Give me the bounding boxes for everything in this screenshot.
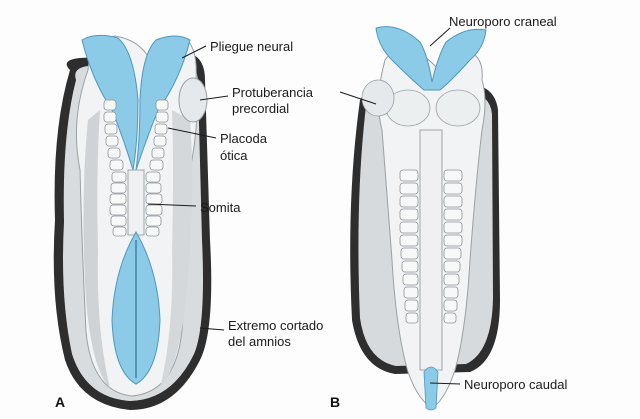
- label-placoda-line2: ótica: [220, 148, 248, 163]
- embryo-b-neural-tube: [419, 129, 443, 371]
- label-extremo-line2: del amnios: [228, 334, 291, 349]
- embryo-a-precordial-bulge: [178, 77, 208, 123]
- leader-lines: [147, 27, 461, 385]
- label-protuberancia-line2: precordial: [232, 101, 290, 116]
- embryo-a-closed-tube: [127, 169, 145, 236]
- embryo-b: [350, 26, 500, 411]
- label-neuroporo-craneal: Neuroporo craneal: [449, 14, 557, 29]
- panel-label-b: B: [330, 394, 341, 410]
- embryo-a-lateral-shade-right: [160, 110, 193, 388]
- embryo-b-somites: [399, 169, 463, 324]
- label-protuberancia-line1: Protuberancia: [232, 85, 313, 100]
- embryo-a: [53, 34, 212, 410]
- embryo-b-precordial-bulge: [361, 79, 395, 117]
- label-placoda-line1: Placoda: [220, 131, 267, 146]
- embryo-a-lateral-shade-left: [83, 110, 110, 388]
- embryo-b-cranial-folds: [375, 26, 487, 91]
- label-somita: Somita: [200, 200, 241, 215]
- panel-label-a: A: [55, 394, 66, 410]
- label-extremo-line1: Extremo cortado: [228, 318, 324, 333]
- embryo-b-caudal-neuropore: [423, 366, 439, 411]
- label-pliegue-neural: Pliegue neural: [210, 39, 294, 54]
- label-neuroporo-caudal: Neuroporo caudal: [464, 377, 568, 392]
- embryo-b-head-lobe-right: [435, 89, 481, 127]
- embryo-a-somites: [103, 99, 169, 237]
